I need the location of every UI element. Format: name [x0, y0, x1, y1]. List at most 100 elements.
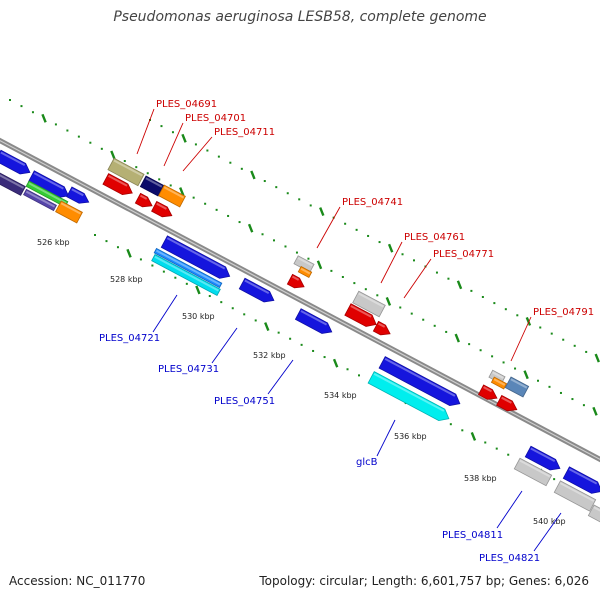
gene-orange-d	[490, 376, 508, 390]
gene-cyan-a	[151, 253, 221, 297]
gene-purple-b	[23, 188, 57, 212]
track-tick	[250, 170, 256, 180]
track-tick	[195, 285, 201, 295]
track-tick	[387, 243, 394, 253]
track-dot	[378, 241, 381, 244]
track-dot	[449, 423, 452, 426]
gene-orange-a	[55, 200, 83, 224]
track-tick	[264, 322, 270, 331]
gene-label-PLES_04701: PLES_04701	[185, 113, 246, 124]
gene-label-PLES_04741: PLES_04741	[342, 197, 403, 208]
track-dot	[243, 313, 246, 316]
backbone	[0, 137, 600, 463]
gene-orange-b	[158, 184, 186, 208]
track-tick	[385, 296, 392, 306]
track-dot	[341, 275, 344, 278]
track-dot	[484, 441, 487, 444]
track-dot	[160, 125, 163, 128]
track-dot	[312, 349, 315, 352]
track-dot	[220, 301, 223, 304]
gene-sky	[153, 247, 223, 289]
gene-grey-f	[587, 504, 600, 523]
track-dot	[146, 172, 149, 175]
track-dot	[66, 129, 69, 132]
track-dot	[309, 204, 312, 207]
gene-steel	[504, 376, 530, 398]
track-dot	[585, 350, 588, 353]
track-dot	[100, 147, 103, 150]
track-dot	[447, 277, 450, 280]
track-tick	[454, 333, 460, 343]
track-tick	[110, 150, 116, 160]
gene-label-PLES_04761: PLES_04761	[404, 232, 465, 243]
track-dot	[261, 233, 264, 236]
scale-label-530: 530 kbp	[182, 312, 215, 321]
track-dot	[468, 343, 471, 346]
leader-line	[403, 258, 432, 299]
track-dot	[514, 367, 517, 370]
gene-label-PLES_04771: PLES_04771	[433, 249, 494, 260]
track-dot	[139, 258, 142, 261]
track-dot	[217, 155, 220, 158]
track-dot	[298, 198, 301, 201]
track-dot	[135, 166, 138, 169]
gene-olive	[107, 157, 145, 187]
track-tick	[470, 431, 477, 441]
track-dot	[539, 326, 542, 329]
track-dot	[275, 186, 278, 189]
gene-label-PLES_04711: PLES_04711	[214, 127, 275, 138]
gene-purple-a	[0, 172, 26, 196]
track-dot	[502, 361, 505, 364]
leader-line	[496, 490, 523, 529]
track-dot	[123, 160, 126, 163]
track-tick	[247, 223, 254, 233]
track-dot	[516, 314, 519, 317]
gene-label-PLES_04731: PLES_04731	[158, 364, 219, 375]
gene-red-b	[134, 192, 153, 208]
leader-line	[152, 294, 178, 333]
track-tick	[592, 406, 598, 416]
track-dot	[192, 196, 195, 199]
leader-line	[510, 316, 532, 362]
scale-label-538: 538 kbp	[464, 474, 497, 483]
scale-label-534: 534 kbp	[324, 391, 357, 400]
track-dot	[162, 270, 165, 273]
map-title: Pseudomonas aeruginosa LESB58, complete …	[113, 9, 487, 25]
track-dot	[169, 184, 172, 187]
track-dot	[151, 264, 154, 267]
track-dot	[295, 251, 298, 254]
leader-line	[316, 206, 341, 249]
track-dot	[481, 295, 484, 298]
track-tick	[319, 207, 325, 216]
track-dot	[470, 289, 473, 292]
gene-red-a	[102, 173, 133, 195]
scale-label-536: 536 kbp	[394, 432, 427, 441]
track-dot	[174, 276, 177, 279]
track-dot	[553, 478, 556, 481]
track-tick	[523, 370, 529, 380]
gene-label-PLES_04821: PLES_04821	[479, 553, 540, 564]
track-dot	[413, 259, 416, 262]
track-tick	[525, 316, 532, 326]
track-dot	[263, 180, 266, 183]
track-dot	[582, 404, 585, 407]
track-tick	[126, 248, 132, 258]
track-dot	[227, 214, 230, 217]
track-dot	[206, 149, 209, 152]
track-dot	[171, 131, 174, 134]
leader-line	[533, 512, 562, 552]
gene-blue-g	[378, 356, 461, 407]
leader-line	[380, 241, 403, 284]
gene-label-PLES_04811: PLES_04811	[442, 530, 503, 541]
leader-line	[211, 327, 238, 364]
gene-label-glcB: glcB	[356, 457, 378, 468]
gene-cyan-b	[367, 371, 450, 422]
track-dot	[323, 356, 326, 359]
gene-features	[0, 149, 600, 523]
track-dot	[208, 295, 211, 298]
genome-summary-text: Topology: circular; Length: 6,601,757 bp…	[259, 574, 589, 588]
track-dot	[401, 253, 404, 256]
gene-grey-b	[352, 290, 386, 318]
gene-blue-c	[66, 186, 90, 204]
